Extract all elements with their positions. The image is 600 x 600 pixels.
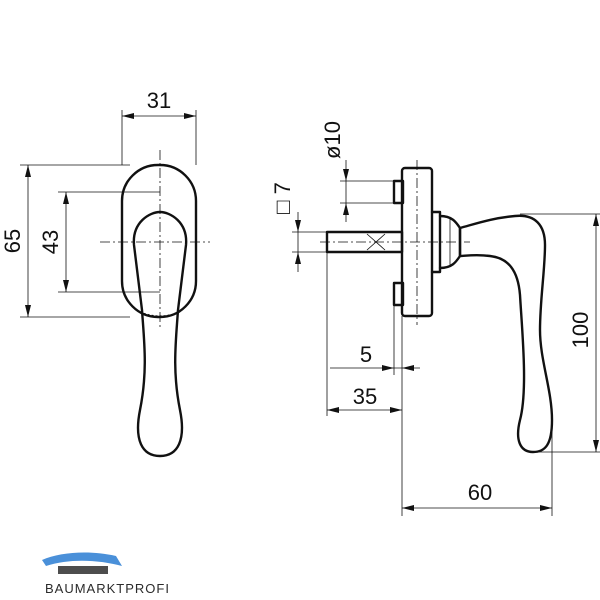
- dim-31-arrow-right: [184, 113, 196, 119]
- handle-outline: [132, 210, 188, 458]
- dim-100-arrow-bottom: [593, 440, 599, 452]
- dim-100-label: 100: [568, 312, 593, 349]
- logo-bar-icon: [58, 566, 108, 574]
- lever-handle: [458, 214, 554, 454]
- dim-65-label: 65: [0, 229, 25, 253]
- collar: [430, 210, 442, 274]
- brand-logo: BAUMARKTPROFI: [42, 552, 170, 596]
- dim-5-arrow-right: [402, 365, 414, 371]
- dim-100-arrow-top: [593, 214, 599, 226]
- dim-10-arrow-bottom: [343, 203, 349, 215]
- dim-65-arrow-top: [25, 165, 31, 177]
- dim-35-arrow-left: [327, 407, 339, 413]
- dim-7-arrow-top: [295, 220, 301, 232]
- dim-10-label: ø10: [320, 121, 345, 159]
- screw-stud-top: [392, 179, 405, 205]
- dim-5-arrow-left: [382, 365, 394, 371]
- screw-stud-bottom: [392, 281, 405, 307]
- dim-10-arrow-top: [343, 169, 349, 181]
- dim-31-arrow-left: [122, 113, 134, 119]
- dim-43-arrow-top: [63, 192, 69, 204]
- dim-7-label: □ 7: [270, 182, 295, 214]
- front-view: 31 65 43: [0, 88, 210, 458]
- dim-5-label: 5: [360, 342, 372, 367]
- side-view: □ 7 ø10 5 35 100 60: [270, 121, 600, 516]
- dim-60-arrow-right: [540, 505, 552, 511]
- logo-text: BAUMARKTPROFI: [45, 581, 170, 596]
- dim-43-arrow-bottom: [63, 280, 69, 292]
- dim-60-label: 60: [468, 480, 492, 505]
- dim-35-arrow-right: [390, 407, 402, 413]
- dim-65-arrow-bottom: [25, 305, 31, 317]
- dim-35-label: 35: [353, 384, 377, 409]
- dim-31-label: 31: [147, 88, 171, 113]
- logo-swoosh-icon: [42, 552, 122, 566]
- dim-43-label: 43: [38, 230, 63, 254]
- rosette-outline: [120, 163, 198, 319]
- dim-7-arrow-bottom: [295, 252, 301, 264]
- dim-60-arrow-left: [402, 505, 414, 511]
